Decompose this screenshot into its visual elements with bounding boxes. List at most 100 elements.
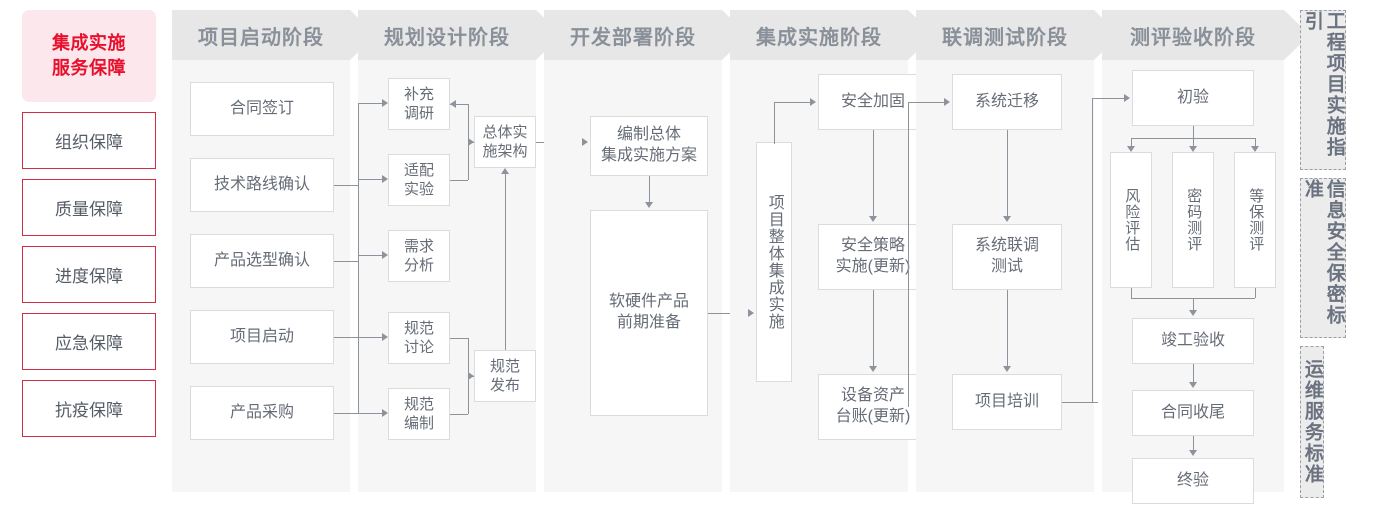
- connector-line: [1131, 288, 1132, 298]
- node-label: 编制总体: [616, 126, 681, 144]
- phase-header-1: 项目启动阶段: [172, 10, 376, 60]
- node-label: 调研: [403, 105, 434, 122]
- right-rail-item-ops-standard[interactable]: 运维服务标准: [1300, 346, 1324, 498]
- arrowhead-icon: [382, 175, 388, 183]
- node-completion-acceptance[interactable]: 竣工验收: [1132, 318, 1254, 364]
- node-system-joint-test[interactable]: 系统联调测试: [952, 224, 1062, 290]
- right-rail-item-engineering-guideline[interactable]: 工程项目实施指引: [1300, 10, 1346, 170]
- connector-line: [649, 176, 650, 202]
- node-asset-ledger[interactable]: 设备资产台账(更新): [818, 374, 928, 440]
- rail-item-label: 质量保障: [55, 200, 123, 219]
- phase-column-6: 测评验收阶段 初验: [1092, 10, 1310, 504]
- arrowhead-icon: [1003, 366, 1011, 372]
- connector-line: [1131, 138, 1132, 146]
- connector-line: [1092, 98, 1093, 402]
- node-label: 密码测评: [1185, 188, 1203, 252]
- arrowhead-icon: [382, 251, 388, 259]
- right-rail-label: 信息安全保密标准: [1301, 179, 1345, 326]
- arrowhead-icon: [869, 216, 877, 222]
- node-supplement-research[interactable]: 补充调研: [388, 78, 450, 130]
- node-product-select[interactable]: 产品选型确认: [190, 234, 334, 288]
- connector-line: [334, 413, 358, 414]
- node-spec-drafting[interactable]: 规范编制: [388, 388, 450, 440]
- node-label: 系统联调: [974, 237, 1039, 255]
- node-contract-closure[interactable]: 合同收尾: [1132, 390, 1254, 436]
- right-rail-label: 工程项目实施指引: [1301, 11, 1345, 158]
- connector-line: [908, 102, 909, 407]
- rail-item-label: 进度保障: [55, 267, 123, 286]
- node-label: 分析: [403, 257, 434, 274]
- node-label: 项目启动: [229, 327, 294, 345]
- connector-line: [334, 261, 358, 262]
- node-label: 总体实: [482, 123, 528, 141]
- node-requirement-analysis[interactable]: 需求分析: [388, 230, 450, 282]
- phase-header-6: 测评验收阶段: [1102, 10, 1310, 60]
- node-overall-architecture[interactable]: 总体实施架构: [474, 116, 536, 168]
- phase-header-2: 规划设计阶段: [358, 10, 562, 60]
- node-label: 安全加固: [840, 92, 905, 110]
- node-overall-plan[interactable]: 编制总体集成实施方案: [590, 116, 708, 176]
- rail-item-epidemic[interactable]: 抗疫保障: [22, 380, 156, 437]
- node-risk-assessment[interactable]: 风险评估: [1110, 152, 1152, 288]
- connector-bus: [358, 103, 359, 414]
- node-project-kickoff[interactable]: 项目启动: [190, 310, 334, 364]
- node-system-migration[interactable]: 系统迁移: [952, 74, 1062, 130]
- node-label: 合同签订: [229, 99, 294, 117]
- rail-item-organization[interactable]: 组织保障: [22, 112, 156, 169]
- phase-header-3: 开发部署阶段: [544, 10, 748, 60]
- node-label: 规范: [489, 357, 520, 375]
- node-final-acceptance[interactable]: 终验: [1132, 458, 1254, 504]
- arrowhead-icon: [1124, 94, 1130, 102]
- node-mlps-evaluation[interactable]: 等保测评: [1234, 152, 1276, 288]
- connector-line: [1062, 402, 1098, 403]
- node-label: 台账(更新): [835, 408, 911, 425]
- arrowhead-icon: [468, 138, 474, 146]
- node-label: 初验: [1176, 88, 1209, 106]
- node-overall-integration[interactable]: 项目整体集成实施: [756, 142, 792, 382]
- node-crypto-evaluation[interactable]: 密码测评: [1172, 152, 1214, 288]
- node-product-purchase[interactable]: 产品采购: [190, 386, 334, 440]
- node-label: 施架构: [482, 143, 528, 160]
- connector-line: [334, 185, 358, 186]
- node-adapt-experiment[interactable]: 适配实验: [388, 154, 450, 206]
- phase-header-label: 集成实施阶段: [756, 26, 882, 49]
- phase-header-4: 集成实施阶段: [730, 10, 934, 60]
- connector-line: [450, 180, 468, 181]
- right-rail-item-infosec-standard[interactable]: 信息安全保密标准: [1300, 178, 1346, 338]
- rail-item-label: 抗疫保障: [55, 401, 123, 420]
- connector-line: [450, 414, 468, 415]
- arrowhead-icon: [1251, 146, 1259, 152]
- connector-line: [1193, 298, 1194, 310]
- arrowhead-icon: [450, 100, 456, 108]
- node-project-training[interactable]: 项目培训: [952, 374, 1062, 430]
- node-label: 实验: [403, 181, 434, 198]
- phase-body-6: 初验 风险评估 密码测评 等保测评: [1092, 60, 1284, 504]
- node-contract-sign[interactable]: 合同签订: [190, 82, 334, 136]
- node-hw-sw-prep[interactable]: 软硬件产品前期准备: [590, 210, 708, 416]
- connector-line: [450, 104, 468, 105]
- node-security-policy[interactable]: 安全策略实施(更新): [818, 224, 928, 290]
- node-label: 终验: [1176, 471, 1209, 489]
- rail-item-emergency[interactable]: 应急保障: [22, 313, 156, 370]
- rail-item-quality[interactable]: 质量保障: [22, 179, 156, 236]
- node-label: 项目培训: [974, 392, 1039, 410]
- connector-line: [505, 174, 506, 350]
- node-initial-acceptance[interactable]: 初验: [1132, 70, 1254, 126]
- phase-column-3: 开发部署阶段 编制总体集成实施方案 软硬件产品前期准备: [544, 10, 756, 492]
- node-spec-discussion[interactable]: 规范讨论: [388, 312, 450, 364]
- node-label: 适配: [403, 161, 434, 179]
- right-rail: 工程项目实施指引 信息安全保密标准 运维服务标准: [1300, 10, 1370, 498]
- phase-header-5: 联调测试阶段: [916, 10, 1120, 60]
- node-tech-route[interactable]: 技术路线确认: [190, 158, 334, 212]
- connector-line: [1193, 436, 1194, 450]
- node-label: 风险评估: [1123, 188, 1141, 252]
- connector-line: [774, 102, 775, 144]
- arrowhead-icon: [1189, 450, 1197, 456]
- node-spec-release[interactable]: 规范发布: [474, 350, 536, 402]
- arrowhead-icon: [869, 366, 877, 372]
- arrowhead-icon: [468, 372, 474, 380]
- rail-item-schedule[interactable]: 进度保障: [22, 246, 156, 303]
- node-label: 补充: [403, 85, 434, 103]
- connector-line: [873, 290, 874, 366]
- phase-body-3: 编制总体集成实施方案 软硬件产品前期准备: [544, 60, 756, 492]
